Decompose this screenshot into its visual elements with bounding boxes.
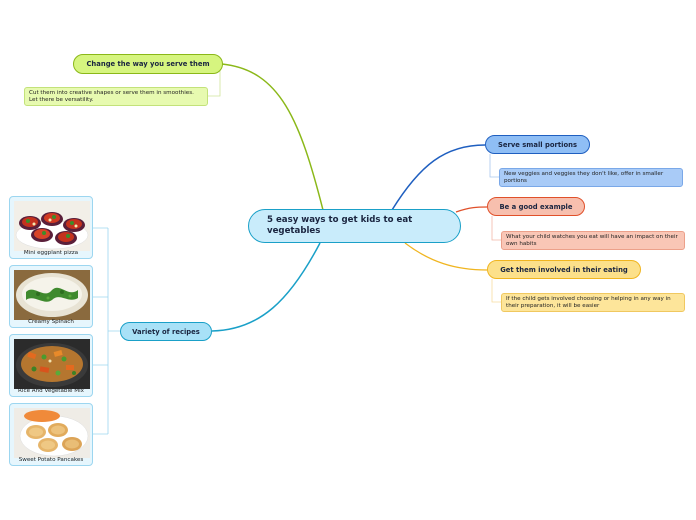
note-get-involved[interactable]: If the child gets involved choosing or h… (501, 293, 685, 312)
note-small-portions[interactable]: New veggies and veggies they don't like,… (499, 168, 683, 187)
topic-small-portions[interactable]: Serve small portions (485, 135, 590, 154)
note-change-serving[interactable]: Cut them into creative shapes or serve t… (24, 87, 208, 106)
link-example-note (491, 216, 501, 241)
topic-get-involved-title: Get them involved in their eating (500, 265, 628, 274)
topic-small-portions-title: Serve small portions (497, 140, 578, 149)
topic-change-serving[interactable]: Change the way you serve them (73, 54, 223, 74)
link-recipes-items (93, 227, 120, 435)
link-example (455, 206, 488, 213)
note-small-portions-text: New veggies and veggies they don't like,… (504, 171, 664, 184)
link-involved-note (491, 279, 501, 303)
rice-vegetable-image (14, 339, 90, 389)
topic-good-example[interactable]: Be a good example (487, 197, 585, 216)
recipe-card-eggplant-pizza[interactable]: Mini eggplant pizza (9, 196, 93, 259)
central-topic-title: 5 easy ways to get kids to eat vegetable… (267, 215, 413, 236)
topic-variety-recipes[interactable]: Variety of recipes (120, 322, 212, 341)
sweet-potato-pancakes-image (14, 408, 90, 458)
recipe-card-sweet-potato-pancakes[interactable]: Sweet Potato Pancakes (9, 403, 93, 466)
topic-variety-recipes-title: Variety of recipes (132, 327, 200, 336)
eggplant-pizza-image (14, 201, 90, 251)
link-involved (404, 242, 488, 271)
recipe-card-creamy-spinach[interactable]: Creamy Spinach (9, 265, 93, 328)
recipe-card-rice-vegetable[interactable]: Rice And Vegetable Mix (9, 334, 93, 397)
recipe-label-sweet-potato-pancakes: Sweet Potato Pancakes (18, 457, 84, 463)
central-topic[interactable]: 5 easy ways to get kids to eat vegetable… (248, 209, 461, 243)
creamy-spinach-image (14, 270, 90, 320)
note-change-serving-text: Cut them into creative shapes or serve t… (29, 90, 194, 103)
recipe-label-eggplant-pizza: Mini eggplant pizza (23, 250, 79, 256)
recipe-label-creamy-spinach: Creamy Spinach (28, 319, 74, 325)
note-good-example[interactable]: What your child watches you eat will hav… (501, 231, 685, 250)
note-get-involved-text: If the child gets involved choosing or h… (506, 296, 671, 309)
link-small-note (489, 154, 499, 178)
link-recipes (211, 242, 321, 332)
topic-change-serving-title: Change the way you serve them (86, 60, 210, 68)
link-small (391, 144, 486, 211)
recipe-label-rice-vegetable: Rice And Vegetable Mix (18, 388, 84, 394)
topic-get-involved[interactable]: Get them involved in their eating (487, 260, 641, 279)
topic-good-example-title: Be a good example (499, 202, 573, 211)
link-change (221, 63, 324, 211)
note-good-example-text: What your child watches you eat will hav… (506, 234, 678, 247)
